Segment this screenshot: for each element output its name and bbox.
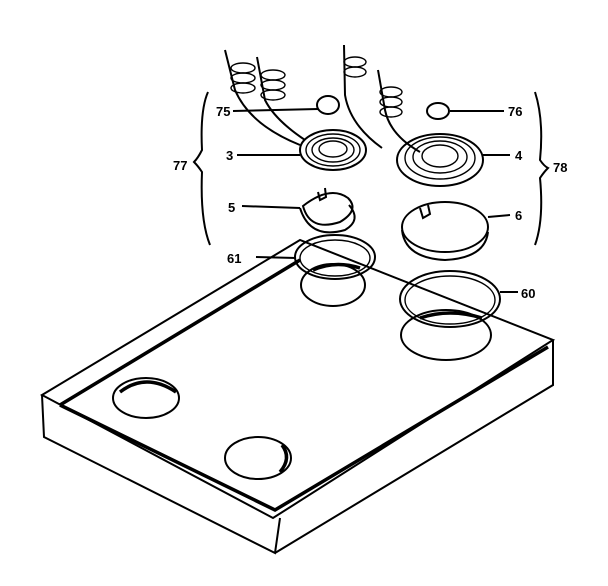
coil-element-4 [396,133,484,187]
label-78: 78 [553,160,567,175]
label-75: 75 [216,104,230,119]
label-4: 4 [515,148,523,163]
drip-pan-6 [401,201,489,262]
label-77: 77 [173,158,187,173]
brace-78 [534,91,550,246]
cooktop-body [39,238,556,555]
label-5: 5 [228,200,235,215]
brace-77 [192,91,211,246]
label-61: 61 [227,251,241,266]
indicator-light-75 [316,95,340,115]
label-76: 76 [508,104,522,119]
label-6: 6 [515,208,522,223]
label-3: 3 [226,148,233,163]
wire-harness [224,44,421,153]
leader-lines [232,108,518,293]
trim-ring-61 [294,234,376,280]
trim-ring-60 [399,270,501,328]
coil-element-3 [299,129,367,171]
drip-pan-5 [299,187,356,234]
spring-coils [230,56,403,118]
indicator-light-76 [426,102,450,120]
label-60: 60 [521,286,535,301]
